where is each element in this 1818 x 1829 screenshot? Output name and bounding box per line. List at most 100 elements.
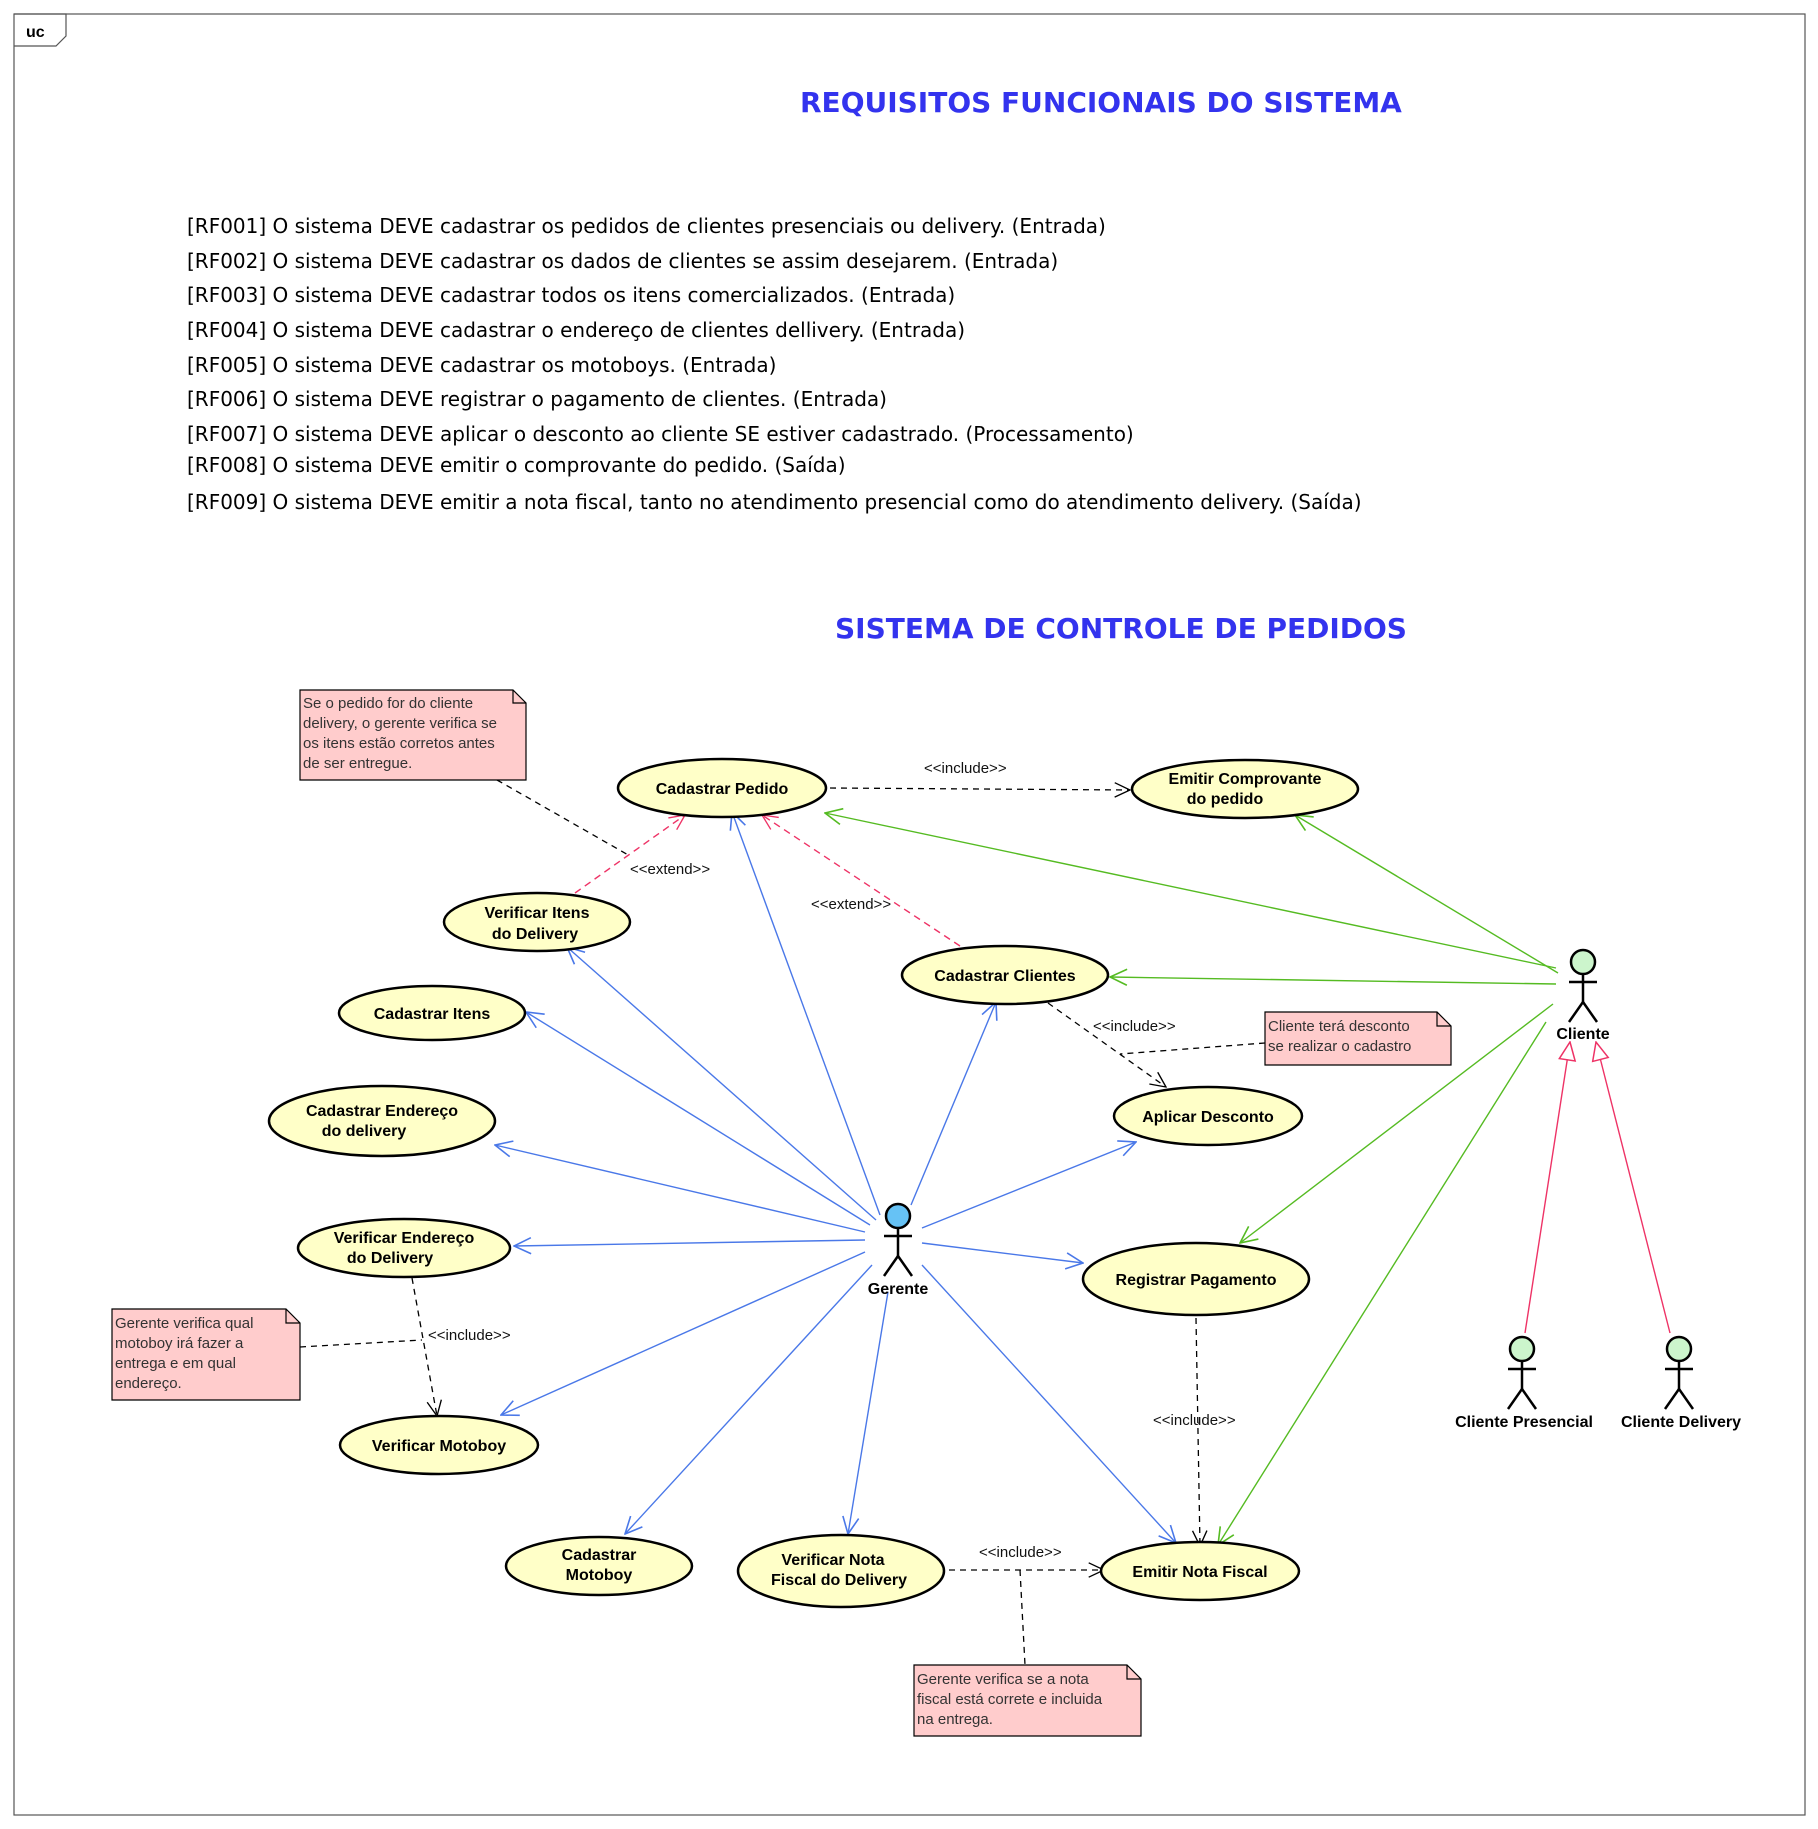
generalization-presencial: [1524, 1042, 1570, 1334]
assoc-cliente-cadastrar-pedido: [825, 813, 1557, 969]
assoc-cliente-registrar-pagamento: [1240, 1003, 1554, 1243]
use-case-cadastrar-itens[interactable]: Cadastrar Itens: [337, 984, 527, 1042]
note-nota-fiscal: Gerente verifica se a nota fiscal está c…: [913, 1664, 1142, 1737]
actor-head: [884, 1202, 912, 1230]
extend-label: <<extend>>: [630, 861, 710, 878]
use-case-label: Emitir Comprovante: [1169, 771, 1322, 788]
use-case-registrar-pagamento[interactable]: Registrar Pagamento: [1081, 1241, 1311, 1317]
use-case-label: Cadastrar Itens: [374, 1006, 491, 1023]
use-case-verificar-endereco[interactable]: Verificar Endereço do Delivery: [296, 1217, 512, 1279]
use-case-label: do Delivery: [347, 1250, 433, 1267]
requirement-item: [RF005] O sistema DEVE cadastrar os moto…: [187, 353, 776, 377]
use-case-label: Motoboy: [566, 1567, 633, 1584]
note-delivery-check: Se o pedido for do cliente delivery, o g…: [299, 689, 527, 781]
requirement-item: [RF006] O sistema DEVE registrar o pagam…: [187, 387, 887, 411]
generalization-delivery: [1596, 1042, 1671, 1334]
assoc-gerente-cadastrar-pedido: [732, 812, 881, 1216]
use-case-label: Cadastrar Pedido: [656, 781, 789, 798]
requirements-list: [RF001] O sistema DEVE cadastrar os pedi…: [187, 214, 1362, 514]
requirements-title: REQUISITOS FUNCIONAIS DO SISTEMA: [800, 86, 1402, 119]
include-desconto: [1047, 1002, 1166, 1087]
actor-cliente[interactable]: Cliente: [1556, 948, 1610, 1043]
use-case-aplicar-desconto[interactable]: Aplicar Desconto: [1112, 1085, 1304, 1147]
use-case-cadastrar-endereco[interactable]: Cadastrar Endereço do delivery: [267, 1084, 497, 1158]
note-line: de ser entregue.: [303, 755, 412, 772]
assoc-gerente-aplicar-desconto: [921, 1142, 1136, 1229]
include-motoboy: [411, 1277, 437, 1416]
use-case-label: Verificar Itens: [485, 905, 590, 922]
note-line: Se o pedido for do cliente: [303, 695, 473, 712]
note-line: Cliente terá desconto: [1268, 1018, 1410, 1035]
requirement-item: [RF007] O sistema DEVE aplicar o descont…: [187, 422, 1134, 446]
note-line: os itens estão corretos antes: [303, 735, 495, 752]
assoc-cliente-emitir-comprovante: [1295, 815, 1559, 974]
assoc-gerente-emitir-nota: [921, 1264, 1176, 1543]
actor-cliente-presencial[interactable]: Cliente Presencial: [1455, 1335, 1593, 1431]
extend-label: <<extend>>: [811, 896, 891, 913]
requirement-item: [RF003] O sistema DEVE cadastrar todos o…: [187, 283, 955, 307]
generalizations: [1524, 1042, 1671, 1334]
requirement-item: [RF002] O sistema DEVE cadastrar os dado…: [187, 249, 1058, 273]
use-case-cadastrar-motoboy[interactable]: Cadastrar Motoboy: [504, 1535, 694, 1597]
actor-label: Cliente Presencial: [1455, 1414, 1593, 1431]
note-motoboy: Gerente verifica qual motoboy irá fazer …: [111, 1308, 301, 1401]
use-case-label: Verificar Endereço: [334, 1230, 475, 1247]
include-relations: [299, 779, 1266, 1666]
extend-relations: [574, 815, 961, 947]
use-case-cadastrar-clientes[interactable]: Cadastrar Clientes: [900, 944, 1110, 1006]
note-line: Gerente verifica se a nota: [917, 1671, 1089, 1688]
requirement-item: [RF009] O sistema DEVE emitir a nota fis…: [187, 490, 1362, 514]
diagram-frame: uc: [13, 13, 1806, 1816]
requirement-item: [RF008] O sistema DEVE emitir o comprova…: [187, 453, 846, 477]
include-label: <<include>>: [1153, 1412, 1236, 1429]
assoc-gerente-cadastrar-endereco: [495, 1145, 866, 1233]
note-line: endereço.: [115, 1375, 182, 1392]
note-line: se realizar o cadastro: [1268, 1038, 1411, 1055]
note-line: motoboy irá fazer a: [115, 1335, 244, 1352]
actor-cliente-delivery[interactable]: Cliente Delivery: [1621, 1335, 1741, 1431]
actor-head: [1508, 1335, 1536, 1363]
use-case-label: do Delivery: [492, 926, 578, 943]
include-label: <<include>>: [1093, 1018, 1176, 1035]
actor-gerente[interactable]: Gerente: [868, 1202, 929, 1298]
use-case-cadastrar-pedido[interactable]: Cadastrar Pedido: [616, 757, 828, 819]
use-case-label: Verificar Nota: [781, 1552, 884, 1569]
use-case-verificar-nota[interactable]: Verificar Nota Fiscal do Delivery: [736, 1533, 946, 1609]
extend-verificar-itens: [574, 815, 685, 894]
actor-label: Cliente Delivery: [1621, 1414, 1741, 1431]
actor-head: [1569, 948, 1597, 976]
assoc-gerente-verificar-endereco: [514, 1240, 866, 1246]
include-label: <<include>>: [924, 760, 1007, 777]
extend-cadastrar-clientes: [762, 815, 961, 947]
include-comprovante: [829, 788, 1130, 790]
note-line: fiscal está correte e incluida: [917, 1691, 1103, 1708]
use-case-emitir-comprovante[interactable]: Emitir Comprovante do pedido: [1130, 758, 1360, 820]
use-case-label: Cadastrar Endereço: [306, 1103, 458, 1120]
assoc-gerente-verificar-motoboy: [501, 1251, 866, 1415]
gerente-associations: [495, 812, 1176, 1543]
use-case-verificar-itens[interactable]: Verificar Itens do Delivery: [442, 891, 632, 953]
note-line: delivery, o gerente verifica se: [303, 715, 497, 732]
use-case-label: Fiscal do Delivery: [771, 1572, 907, 1589]
requirement-item: [RF001] O sistema DEVE cadastrar os pedi…: [187, 214, 1106, 238]
note-line: entrega e em qual: [115, 1355, 236, 1372]
assoc-gerente-cadastrar-motoboy: [625, 1264, 873, 1534]
requirement-item: [RF004] O sistema DEVE cadastrar o ender…: [187, 318, 965, 342]
use-case-emitir-nota[interactable]: Emitir Nota Fiscal: [1099, 1540, 1301, 1602]
include-nota: [1196, 1317, 1200, 1546]
note-line: na entrega.: [917, 1711, 993, 1728]
actor-label: Cliente: [1556, 1026, 1609, 1043]
actor-head: [1665, 1335, 1693, 1363]
use-case-label: Cadastrar: [562, 1547, 637, 1564]
use-case-label: do pedido: [1187, 791, 1264, 808]
note-anchor-nota: [1019, 1569, 1026, 1666]
stereotype-labels: <<include>> <<extend>> <<extend>> <<incl…: [428, 760, 1236, 1561]
use-case-label: Emitir Nota Fiscal: [1132, 1564, 1267, 1581]
note-anchor-desconto: [1119, 1042, 1266, 1055]
use-case-label: Registrar Pagamento: [1116, 1272, 1277, 1289]
use-case-verificar-motoboy[interactable]: Verificar Motoboy: [338, 1414, 540, 1476]
cliente-associations: [825, 813, 1559, 1545]
use-case-label: Aplicar Desconto: [1142, 1109, 1274, 1126]
assoc-gerente-cadastrar-itens: [526, 1012, 871, 1226]
